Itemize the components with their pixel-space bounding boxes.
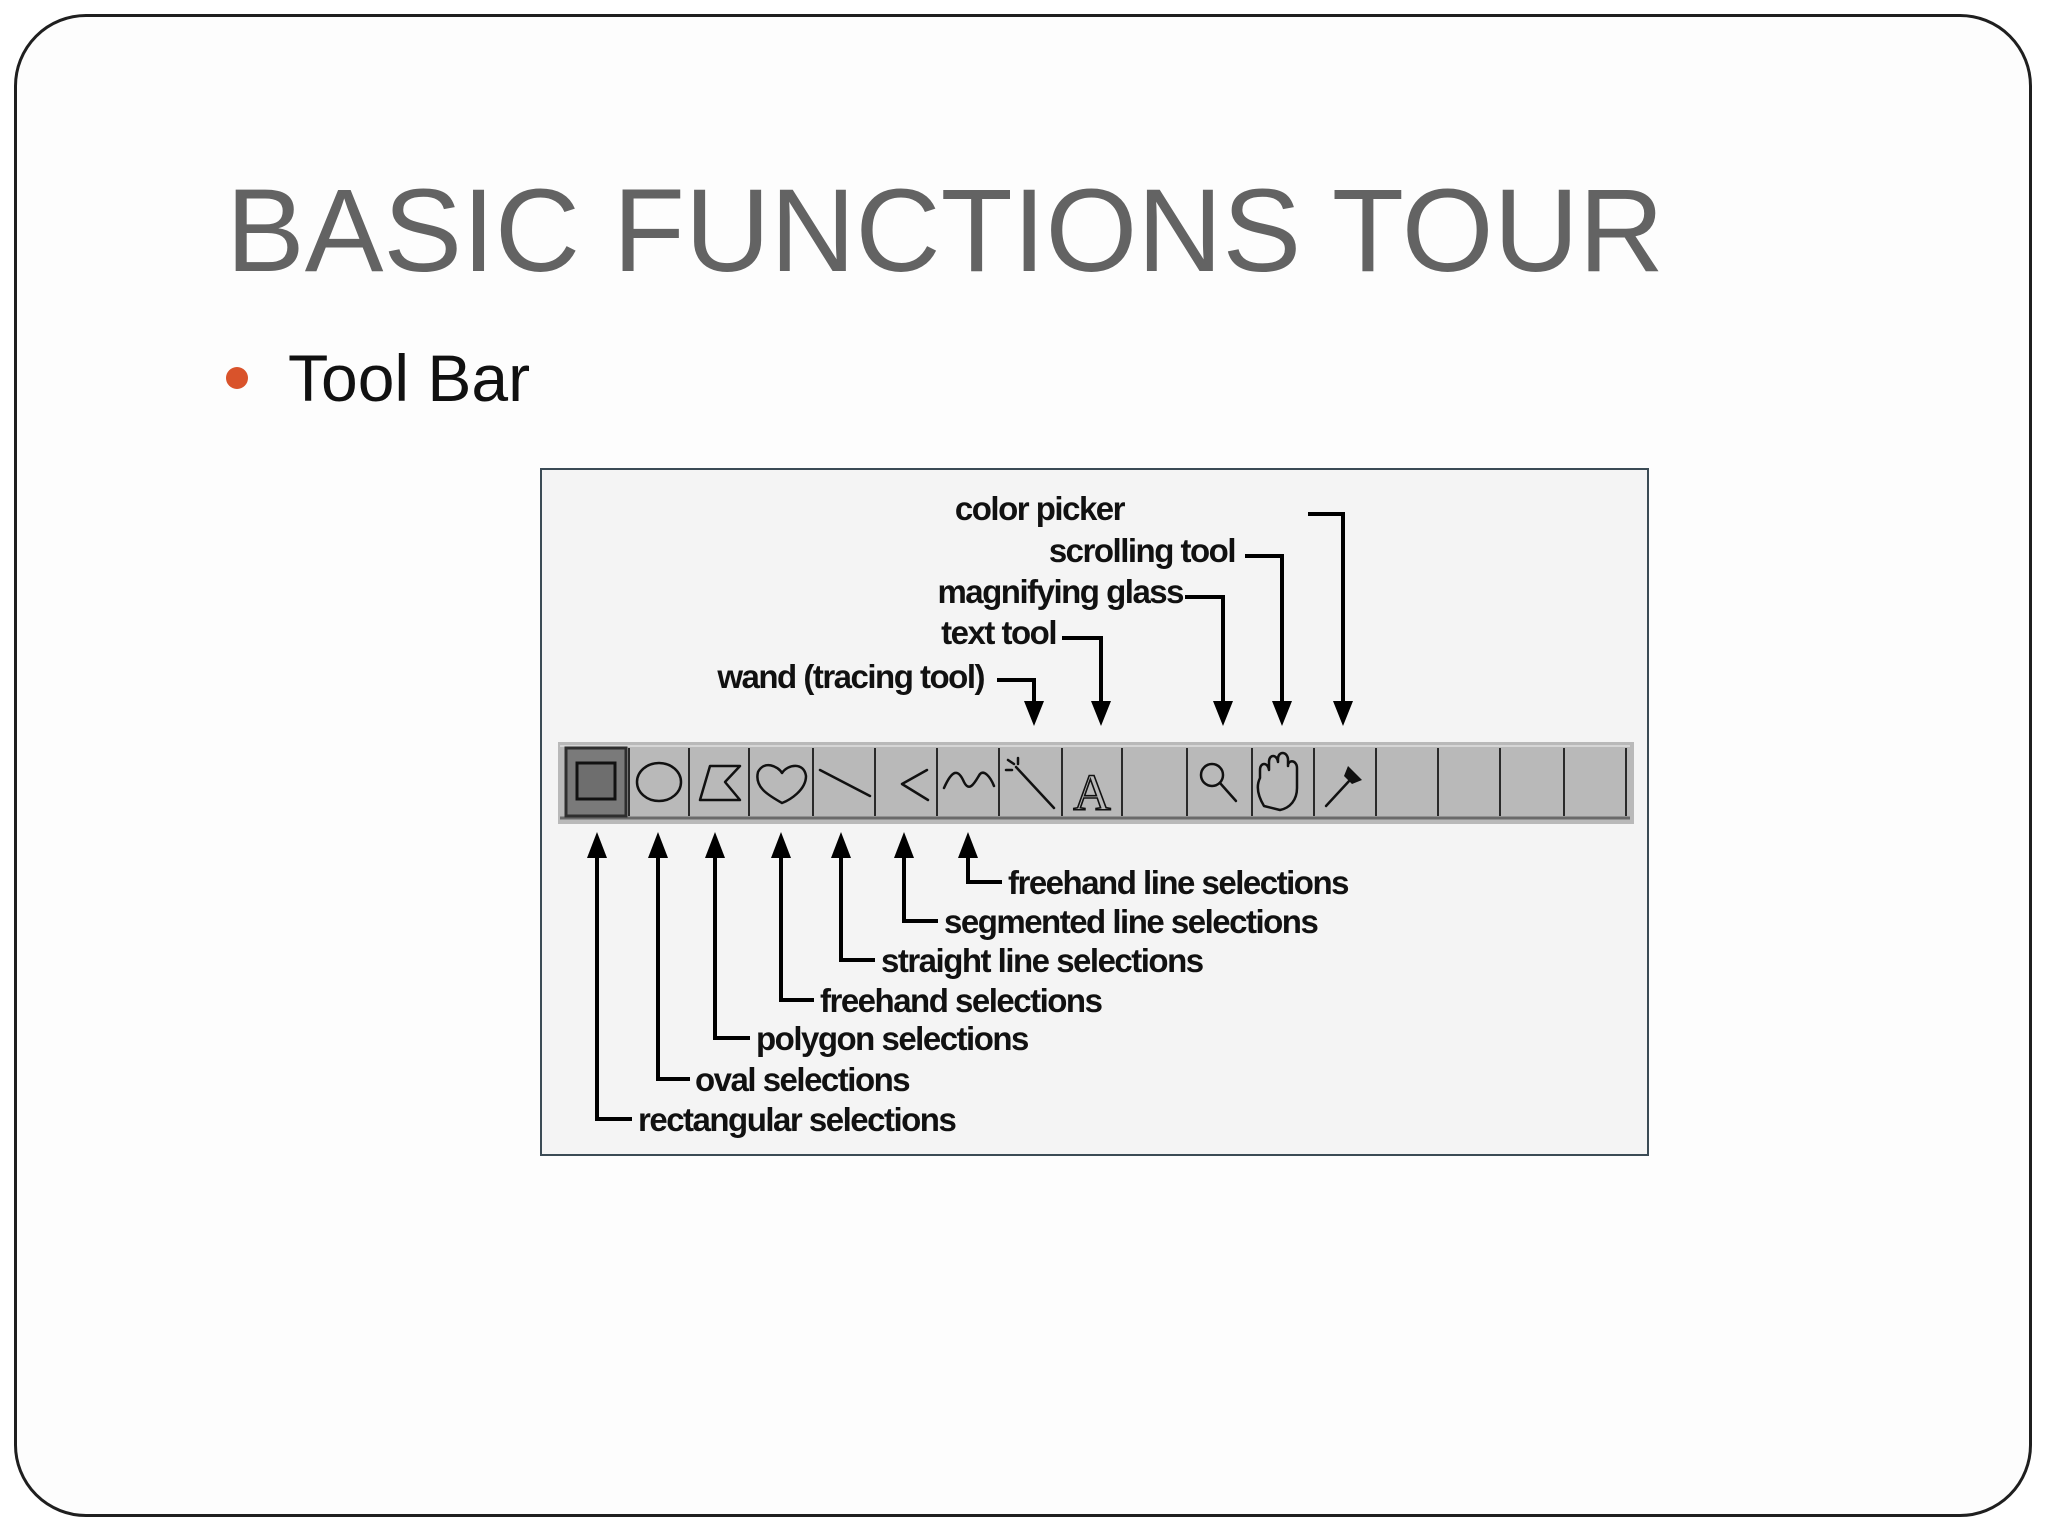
slide-title: BASIC FUNCTIONS TOUR <box>226 165 1665 297</box>
leader-oval <box>656 854 690 1081</box>
freehand-line-icon <box>942 771 996 790</box>
magnifier-tool-button[interactable] <box>1199 762 1238 803</box>
segmented-line-tool-button[interactable] <box>900 768 930 802</box>
freehand-line-tool-button[interactable] <box>942 771 996 790</box>
arrow-freehand-line <box>958 832 978 858</box>
leader-rectangular <box>595 854 632 1121</box>
arrow-scrolling-tool <box>1272 701 1292 726</box>
label-rectangular: rectangular selections <box>638 1101 955 1138</box>
leader-segmented-line <box>902 854 938 923</box>
rectangle-icon <box>575 761 617 801</box>
label-oval: oval selections <box>695 1061 909 1098</box>
label-freehand: freehand selections <box>820 982 1102 1019</box>
label-freehand-line: freehand line selections <box>1008 864 1348 901</box>
magnifier-icon <box>1199 762 1225 788</box>
label-color-picker: color picker <box>955 490 1126 527</box>
hand-tool-button[interactable] <box>1256 751 1299 812</box>
label-segmented-line: segmented line selections <box>944 903 1317 940</box>
text-tool-icon: A <box>1073 765 1111 822</box>
label-wand: wand (tracing tool) <box>716 658 984 695</box>
color-picker-tool-button[interactable] <box>1324 766 1362 808</box>
bullet-dot-icon <box>226 367 248 389</box>
arrow-rectangular <box>587 832 607 858</box>
arrow-segmented-line <box>894 832 914 858</box>
straight-line-tool-button[interactable] <box>818 768 872 798</box>
hand-icon <box>1256 751 1299 812</box>
rectangle-tool-button[interactable] <box>564 746 628 818</box>
leader-scrolling-tool <box>1245 554 1284 706</box>
toolbar-diagram-svg: color picker scrolling tool magnifying g… <box>558 490 1634 1138</box>
arrow-oval <box>648 832 668 858</box>
segmented-line-icon <box>900 768 930 802</box>
toolbar-background <box>558 742 1634 824</box>
leader-color-picker <box>1308 512 1345 706</box>
label-polygon: polygon selections <box>756 1020 1028 1057</box>
freehand-icon <box>756 763 808 805</box>
toolbar <box>558 742 1634 824</box>
arrow-magnifying-glass <box>1213 701 1233 726</box>
leader-freehand <box>779 854 814 1002</box>
polygon-icon <box>698 764 742 802</box>
label-scrolling-tool: scrolling tool <box>1049 532 1235 569</box>
bullet-item: Tool Bar <box>226 338 530 418</box>
label-text-tool: text tool <box>941 614 1056 651</box>
arrow-freehand <box>771 832 791 858</box>
leader-straight-line <box>839 854 875 962</box>
leader-text-tool <box>1062 636 1103 706</box>
leader-polygon <box>713 854 750 1040</box>
arrow-wand <box>1024 701 1044 726</box>
toolbar-diagram: color picker scrolling tool magnifying g… <box>540 468 1649 1156</box>
wand-icon <box>1014 765 1056 810</box>
arrow-color-picker <box>1333 701 1353 726</box>
arrow-text-tool <box>1091 701 1111 726</box>
arrow-polygon <box>705 832 725 858</box>
wand-tool-button[interactable] <box>1004 756 1056 810</box>
oval-tool-button[interactable] <box>635 761 683 803</box>
text-tool-button[interactable]: A <box>1072 764 1112 823</box>
leader-wand <box>997 678 1036 706</box>
freehand-tool-button[interactable] <box>756 763 808 805</box>
leader-magnifying-glass <box>1185 595 1225 706</box>
bullet-text: Tool Bar <box>288 341 531 415</box>
eyedropper-icon <box>1324 778 1352 808</box>
label-magnifying-glass: magnifying glass <box>937 573 1183 610</box>
oval-icon <box>635 761 683 803</box>
polygon-tool-button[interactable] <box>698 764 742 802</box>
arrow-straight-line <box>831 832 851 858</box>
label-straight-line: straight line selections <box>881 942 1203 979</box>
straight-line-icon <box>818 768 872 798</box>
leader-freehand-line <box>966 854 1002 884</box>
